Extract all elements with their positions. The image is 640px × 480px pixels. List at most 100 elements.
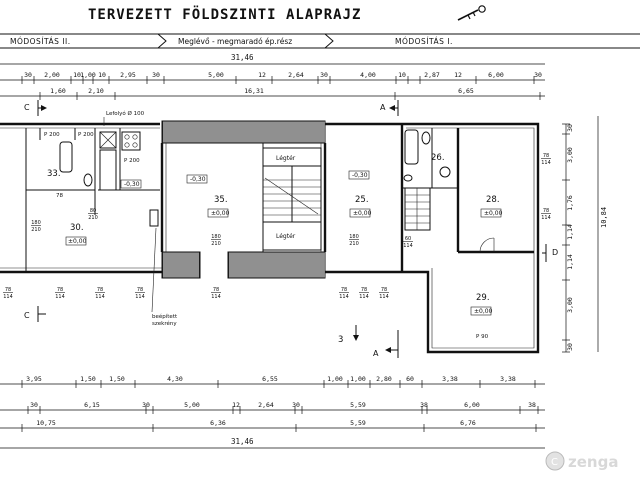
top-dim-row1-value: 30 — [24, 71, 32, 79]
level-neg-30-b: -0,30 — [190, 176, 206, 183]
bottom-dim-row2-value: 38 — [528, 401, 536, 409]
toilet-icon — [83, 173, 93, 187]
top-dim-row1-value: 1,00 — [80, 71, 96, 79]
top-dim-row1-value: 10 — [398, 71, 406, 79]
built-in-wardrobe-1: beépített — [152, 313, 178, 320]
section-c-bottom-label: C — [24, 311, 30, 320]
section-marker-d: D — [542, 244, 558, 262]
top-dim-row2-value: 2,10 — [88, 87, 104, 95]
section-c-label: C — [24, 103, 30, 112]
bottom-dim-row1-value: 3,38 — [500, 375, 516, 383]
banner-left-label: MÓDOSÍTÁS II. — [10, 37, 71, 46]
bottom-dim-row1-value: 3,95 — [26, 375, 42, 383]
top-dimension-lines: 31,46 — [0, 53, 545, 97]
bottom-dim-row2-value: 2,64 — [258, 401, 274, 409]
kitchen-counter — [99, 149, 117, 191]
bottom-dim-row1-value: 1,00 — [327, 375, 343, 383]
bottom-dim-row2-value: 30 — [292, 401, 300, 409]
bottom-dim-row2-value: 5,00 — [184, 401, 200, 409]
room-29-number: 29. — [476, 293, 490, 303]
top-dim-row1-value: 30 — [534, 71, 542, 79]
lintel-p200-a: P 200 — [44, 132, 60, 138]
level-neg-30-c: -0,30 — [352, 172, 368, 179]
right-dim-value: 30 — [566, 124, 574, 132]
phase-banner: MÓDOSÍTÁS II. Meglévő - megmaradó ép.rés… — [0, 33, 640, 49]
top-dim-row1-value: 2,95 — [120, 71, 136, 79]
void-label-2: Légtér — [276, 233, 296, 240]
opening-width: 80 — [90, 208, 96, 214]
room-29-level: ±0,00 — [474, 308, 493, 315]
top-dim-row2-value: 16,31 — [244, 87, 264, 95]
opening-height: 210 — [349, 241, 359, 247]
opening-width: 78 — [543, 208, 549, 214]
opening-height: 114 — [55, 294, 65, 300]
zenga-watermark: C zenga — [545, 451, 618, 471]
top-dim-row1-value: 10 — [73, 71, 81, 79]
room-30-level: ±0,00 — [68, 238, 87, 245]
opening-width: 180 — [31, 220, 41, 226]
top-overall-dim: 31,46 — [231, 53, 254, 62]
lintel-p90: P 90 — [476, 334, 489, 340]
top-dim-row1-value: 10 — [98, 71, 106, 79]
bathroom-fixtures — [59, 129, 451, 227]
bottom-dim-row2-value: 5,59 — [350, 401, 366, 409]
opening-height: 114 — [211, 294, 221, 300]
building-walls — [0, 120, 540, 354]
section-marker-a-bottom: A — [373, 330, 399, 358]
room-35-level: ±0,00 — [211, 210, 230, 217]
bottom-dim-row1-value: 1,50 — [109, 375, 125, 383]
bottom-dim-row3-value: 10,75 — [36, 419, 56, 427]
top-dim-row1-value: 30 — [152, 71, 160, 79]
opening-width: 78 — [213, 287, 219, 293]
opening-width: 78 — [5, 287, 11, 293]
opening-height: 114 — [379, 294, 389, 300]
banner-right-label: MÓDOSÍTÁS I. — [395, 37, 453, 46]
room-25-number: 25. — [355, 195, 369, 205]
section-a-label: A — [380, 103, 386, 112]
opening-width: 180 — [349, 234, 359, 240]
bottom-dim-row2-value: 30 — [142, 401, 150, 409]
section-marker-c-bottom: C — [24, 306, 46, 322]
opening-width: 180 — [211, 234, 221, 240]
opening-height: 114 — [95, 294, 105, 300]
opening-width: 60 — [405, 236, 411, 242]
right-dim-value: 3,00 — [566, 297, 574, 313]
boiler-icon — [439, 166, 451, 178]
drain-label: Lefolyó Ø 100 — [106, 110, 145, 117]
opening-height: 114 — [541, 160, 551, 166]
opening-height: 210 — [211, 241, 221, 247]
opening-height: 114 — [403, 243, 413, 249]
bottom-dim-row2-value: 12 — [232, 401, 240, 409]
bottom-dim-row1-value: 6,55 — [262, 375, 278, 383]
bottom-dim-row2-value: 38 — [420, 401, 428, 409]
bottom-dim-row2-value: 6,15 — [84, 401, 100, 409]
opening-height: 114 — [339, 294, 349, 300]
bottom-dim-row3-value: 5,59 — [350, 419, 366, 427]
right-stair — [404, 187, 431, 231]
bottom-dim-row2-value: 6,00 — [464, 401, 480, 409]
bottom-dim-row1-value: 2,80 — [376, 375, 392, 383]
bottom-dim-row3-value: 6,36 — [210, 419, 226, 427]
annotations: Lefolyó Ø 100 P 200 P 200 P 200 P 90 Lég… — [44, 110, 489, 340]
opening-height: 114 — [359, 294, 369, 300]
opening-height: 210 — [31, 227, 41, 233]
built-in-wardrobe-2: szekrény — [152, 320, 177, 327]
opening-width: 78 — [97, 287, 103, 293]
stair-3-label: 3 — [338, 335, 343, 345]
right-dim-value: 3,00 — [566, 147, 574, 163]
bottom-dim-row1-value: 4,30 — [167, 375, 183, 383]
key-icon — [457, 5, 486, 21]
void-label-1: Légtér — [276, 155, 296, 162]
top-dim-row1-value: 2,87 — [424, 71, 440, 79]
opening-height: 114 — [3, 294, 13, 300]
section-d-label: D — [552, 248, 558, 257]
bottom-dim-row1-value: 60 — [406, 375, 414, 383]
top-dim-row1-value: 12 — [454, 71, 462, 79]
